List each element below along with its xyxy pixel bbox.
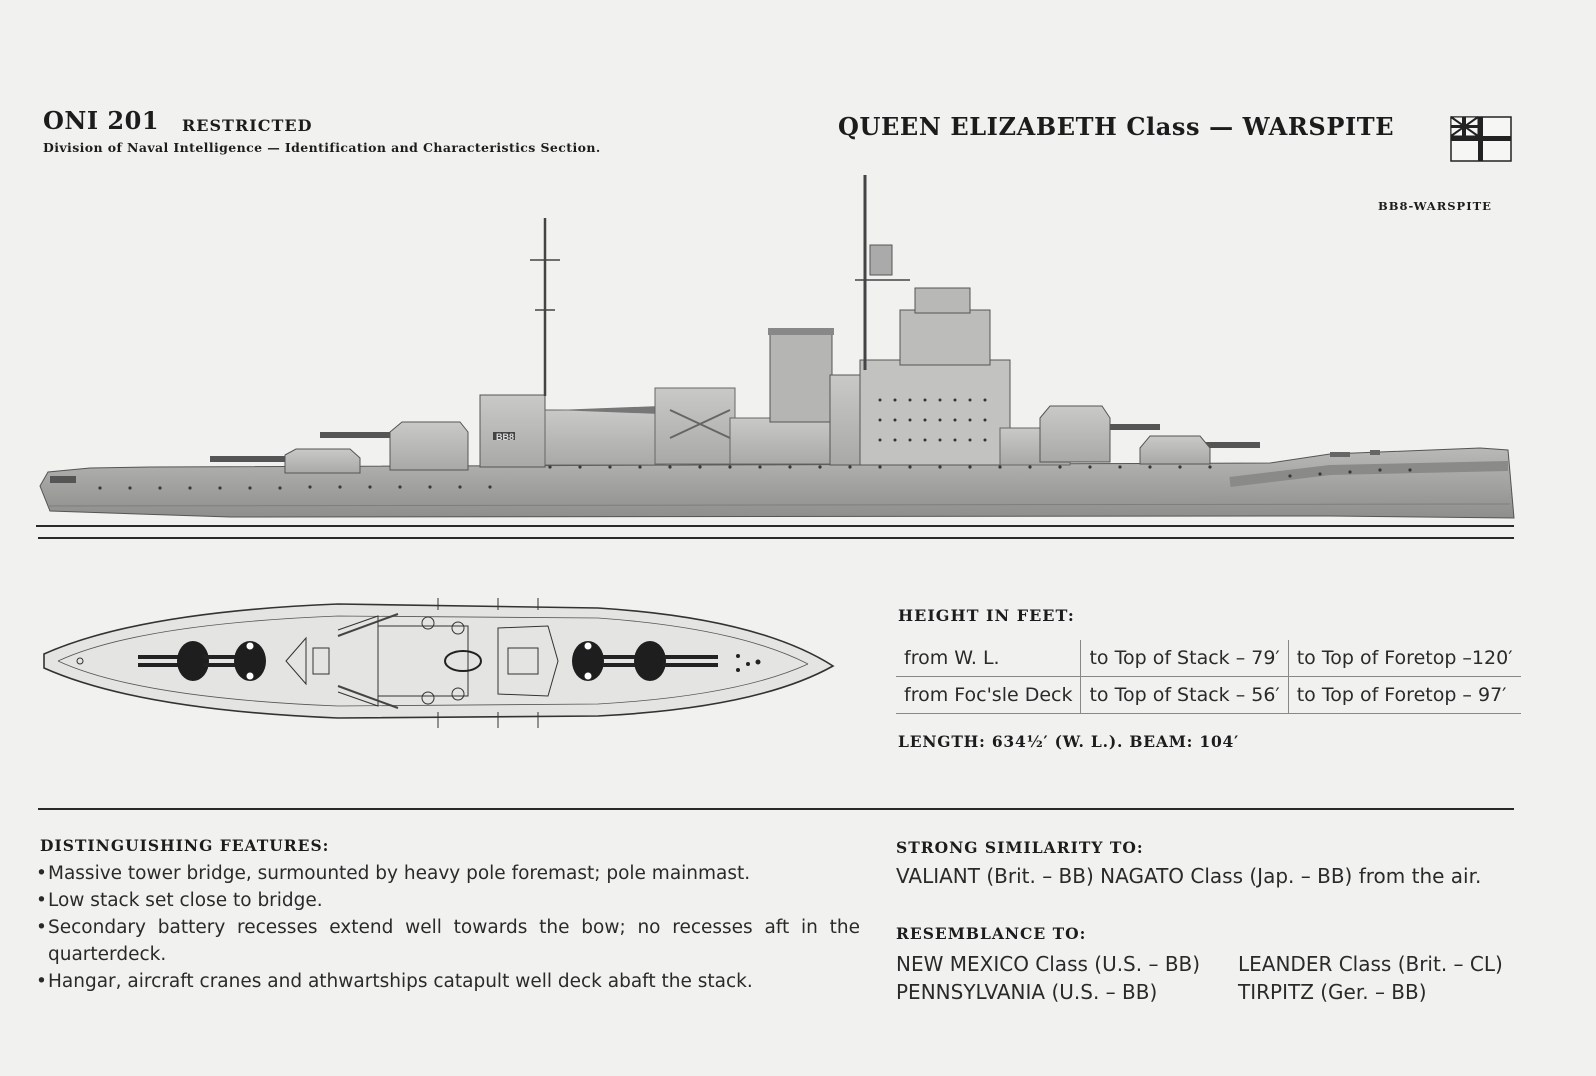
height-cell: from Foc'sle Deck <box>896 676 1081 714</box>
similarity-text: VALIANT (Brit. – BB) NAGATO Class (Jap. … <box>896 864 1482 888</box>
height-table: from W. L. to Top of Stack – 79′ to Top … <box>896 640 1521 714</box>
similarity-heading: STRONG SIMILARITY TO: <box>896 838 1144 857</box>
features-list: Massive tower bridge, surmounted by heav… <box>36 860 860 995</box>
classification-label: RESTRICTED <box>182 116 313 135</box>
resemblance-item: TIRPITZ (Ger. – BB) <box>1238 980 1427 1004</box>
length-beam-line: LENGTH: 634½′ (W. L.). BEAM: 104′ <box>898 732 1240 751</box>
division-subtitle: Division of Naval Intelligence — Identif… <box>43 140 601 155</box>
resemblance-heading: RESEMBLANCE TO: <box>896 924 1087 943</box>
ship-profile-illustration: BB8 <box>36 175 1515 527</box>
feature-item: Hangar, aircraft cranes and athwartships… <box>36 968 860 995</box>
resemblance-item: PENNSYLVANIA (U.S. – BB) <box>896 980 1158 1004</box>
height-cell: to Top of Foretop – 97′ <box>1287 676 1521 714</box>
white-ensign-flag-icon <box>1450 116 1512 162</box>
features-heading: DISTINGUISHING FEATURES: <box>40 836 330 855</box>
section-divider <box>38 808 1514 810</box>
height-heading: HEIGHT IN FEET: <box>898 606 1075 625</box>
hull-number-marking: BB8 <box>496 432 514 442</box>
height-cell: to Top of Foretop –120′ <box>1287 640 1521 677</box>
reference-code: BB8-WARSPITE <box>1378 199 1492 213</box>
height-row-waterline: from W. L. to Top of Stack – 79′ to Top … <box>896 640 1521 677</box>
resemblance-item: LEANDER Class (Brit. – CL) <box>1238 952 1503 976</box>
feature-item: Secondary battery recesses extend well t… <box>36 914 860 968</box>
ship-class-title: QUEEN ELIZABETH Class — WARSPITE <box>838 112 1395 141</box>
resemblance-item: NEW MEXICO Class (U.S. – BB) <box>896 952 1201 976</box>
feature-item: Massive tower bridge, surmounted by heav… <box>36 860 860 887</box>
height-row-focsle: from Foc'sle Deck to Top of Stack – 56′ … <box>896 676 1521 714</box>
height-cell: to Top of Stack – 56′ <box>1080 676 1289 714</box>
resemblance-list: NEW MEXICO Class (U.S. – BB) LEANDER Cla… <box>896 950 1503 1006</box>
document-number: ONI 201 <box>43 106 160 135</box>
section-divider <box>38 537 1514 539</box>
height-cell: to Top of Stack – 79′ <box>1080 640 1289 677</box>
height-cell: from W. L. <box>904 647 1000 669</box>
feature-item: Low stack set close to bridge. <box>36 887 860 914</box>
ship-plan-view-illustration <box>43 598 835 728</box>
